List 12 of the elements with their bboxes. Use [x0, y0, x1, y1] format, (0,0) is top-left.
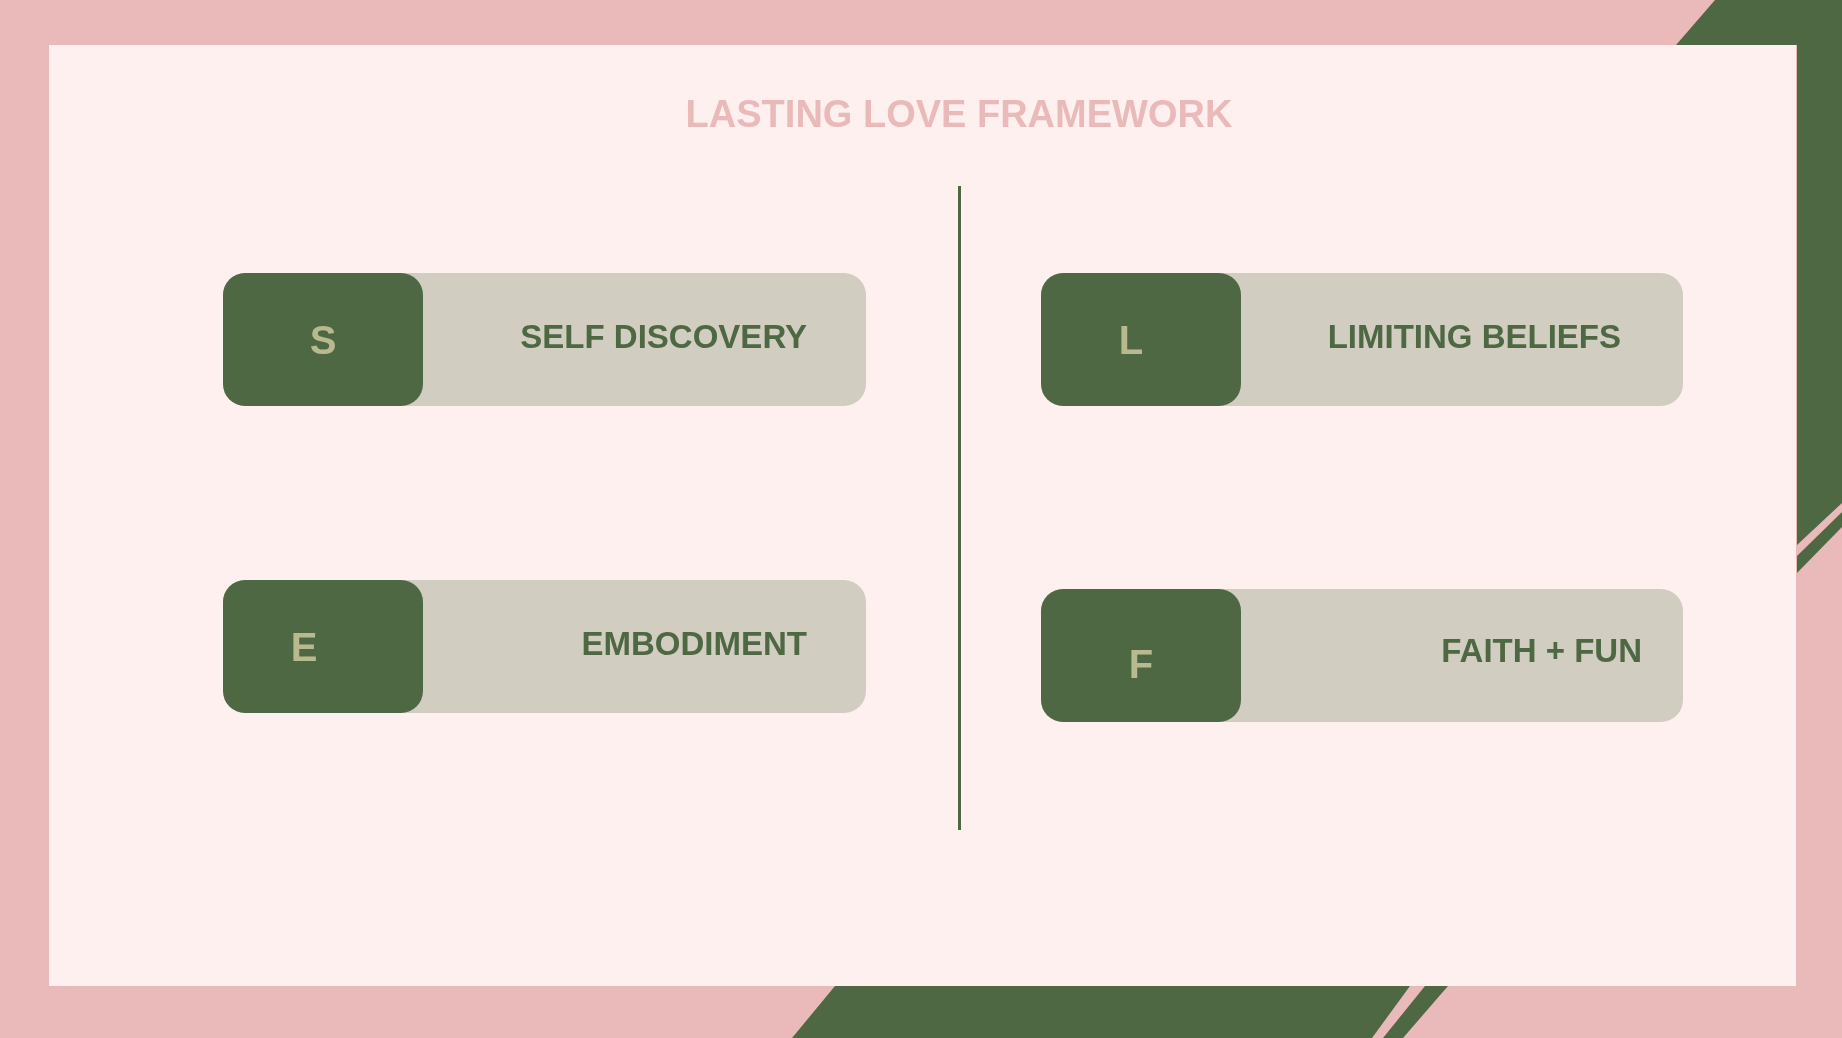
letter-tile: S — [223, 273, 423, 406]
step-bar — [223, 580, 866, 713]
step-label: LIMITING BELIEFS — [1327, 318, 1621, 355]
step-bar — [1041, 273, 1683, 406]
step-bar — [1041, 589, 1683, 722]
letter-tile: E — [223, 580, 423, 713]
step-label: EMBODIMENT — [581, 625, 807, 662]
step-label: SELF DISCOVERY — [520, 318, 807, 355]
letter-tile: L — [1041, 273, 1241, 406]
step-bar — [223, 273, 866, 406]
step-label: FAITH + FUN — [1441, 632, 1642, 669]
letter-tile: F — [1041, 589, 1241, 722]
